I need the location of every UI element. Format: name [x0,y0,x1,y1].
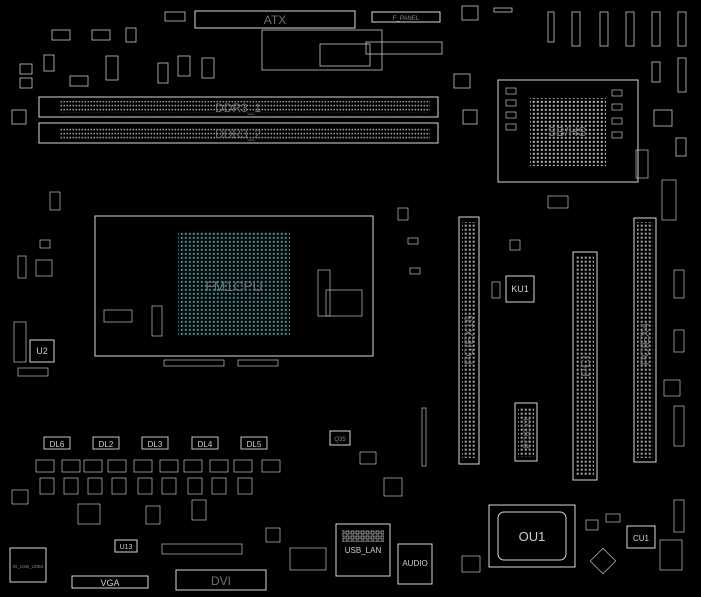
usb-lan-label: USB_LAN [345,546,382,555]
f-panel-connector[interactable]: F_PANEL [371,11,441,23]
ddr3-slot-1-label: DDR3_1 [215,101,261,115]
dl6-label: DL6 [50,440,65,449]
u13-chip[interactable]: U13 [114,539,138,553]
pciex1-slot[interactable]: PCIEX1 [514,402,538,462]
audio-label: AUDIO [402,559,427,568]
pciex4-slot[interactable]: PCIEX4 [633,217,657,463]
ddr3-slot-1[interactable]: DDR3_1 [38,96,439,118]
dl5-label: DL5 [247,440,262,449]
atx-label: ATX [264,13,286,27]
usb3-label: IO_USB_USB3 [13,564,44,569]
southbridge-chip[interactable]: SB/HS [497,79,639,183]
pciex4-label: PCIEX4 [638,322,652,365]
pciex16-label: PCIEX16 [462,315,476,365]
bottom-left-passives [11,451,403,525]
pci-label: PCI [578,355,593,377]
mid-right-passives [421,239,685,533]
pciex1-label: PCIEX1 [522,417,532,449]
dl2-label: DL2 [99,440,114,449]
cpu-socket[interactable]: FM1CPU [94,215,374,357]
ku1-chip[interactable]: KU1 [505,275,535,303]
usb3-header[interactable]: IO_USB_USB3 [9,547,47,583]
ku1-label: KU1 [511,284,529,294]
sb-passives [505,87,677,221]
vga-label: VGA [100,578,119,588]
atx-connector[interactable]: ATX [194,10,356,29]
dl3-label: DL3 [148,440,163,449]
ddr3-slot-2[interactable]: DDR3_2 [38,122,439,144]
pciex16-slot[interactable]: PCIEX16 [458,216,480,465]
cpu-label: FM1CPU [205,278,263,294]
bottom-right-misc [585,513,683,575]
rear-misc [161,527,481,573]
ou1-chip[interactable]: OU1 [488,504,576,568]
usb-lan-connector[interactable]: USB_LAN [335,523,391,577]
cpu-passives [103,207,421,367]
dvi-connector[interactable]: DVI [175,569,267,591]
left-passives [13,191,61,377]
q35-label: Q35 [334,437,346,443]
q35-part[interactable]: Q35 [329,430,351,446]
pci-slot[interactable]: PCI [572,251,598,481]
ddr3-slot-2-label: DDR3_2 [215,127,261,141]
u2-label: U2 [36,346,48,356]
vga-connector[interactable]: VGA [71,575,149,589]
dl4-label: DL4 [198,440,213,449]
top-right-headers [493,7,687,157]
cu1-chip[interactable]: CU1 [626,525,656,549]
dl-row [43,436,268,450]
u2-chip[interactable]: U2 [29,339,55,363]
southbridge-label: SB/HS [547,124,586,139]
ou1-label: OU1 [519,529,546,544]
audio-connector[interactable]: AUDIO [397,543,433,585]
top-components [11,5,479,125]
f-panel-label: F_PANEL [393,16,420,22]
cu1-label: CU1 [633,534,650,543]
u13-label: U13 [120,544,133,551]
dvi-label: DVI [211,574,231,588]
